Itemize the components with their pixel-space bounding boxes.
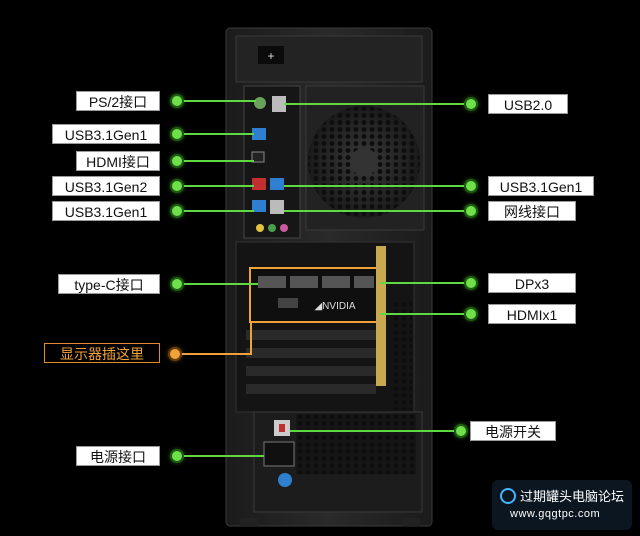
label-power-port: 电源接口	[76, 446, 160, 466]
connector-line-hdmi-gpu	[380, 313, 470, 315]
svg-text:◢NVIDIA: ◢NVIDIA	[314, 301, 355, 312]
label-typec: type-C接口	[58, 274, 160, 294]
connector-line-usb31gen1-a	[182, 133, 254, 135]
marker-dot	[172, 206, 182, 216]
connector-line-lan	[284, 210, 470, 212]
marker-dot	[170, 349, 180, 359]
svg-text:+: +	[267, 49, 274, 63]
label-usb20: USB2.0	[488, 94, 568, 114]
watermark-url: www.gqgtpc.com	[510, 508, 601, 520]
label-power-switch: 电源开关	[470, 421, 556, 441]
connector-line-display-plug	[180, 353, 252, 355]
marker-dot	[456, 426, 466, 436]
connector-line-power-switch	[290, 430, 460, 432]
connector-line-usb31gen1-b	[182, 210, 254, 212]
marker-dot	[172, 279, 182, 289]
connector-line-usb20	[284, 103, 470, 105]
label-dp: DPx3	[488, 273, 576, 293]
watermark: 过期罐头电脑论坛 www.gqgtpc.com	[492, 480, 632, 530]
label-hdmi-gpu: HDMIx1	[488, 304, 576, 324]
connector-line-display-plug-v	[250, 322, 252, 355]
marker-dot	[172, 451, 182, 461]
label-usb31gen1-a: USB3.1Gen1	[52, 124, 160, 144]
watermark-name: 过期罐头电脑论坛	[520, 489, 625, 504]
connector-line-dp	[380, 282, 470, 284]
label-usb31gen1-c: USB3.1Gen1	[488, 176, 594, 196]
connector-line-power-port	[182, 455, 264, 457]
label-usb31gen2: USB3.1Gen2	[52, 176, 160, 196]
marker-dot	[466, 181, 476, 191]
connector-line-typec	[182, 283, 258, 285]
label-lan: 网线接口	[488, 201, 576, 221]
marker-dot	[466, 278, 476, 288]
connector-line-hdmi-port	[182, 160, 254, 162]
marker-dot	[172, 96, 182, 106]
connector-line-usb31gen1-c	[284, 185, 470, 187]
label-hdmi-port: HDMI接口	[76, 151, 160, 171]
marker-dot	[466, 99, 476, 109]
label-ps2: PS/2接口	[76, 91, 160, 111]
label-usb31gen1-b: USB3.1Gen1	[52, 201, 160, 221]
marker-dot	[172, 181, 182, 191]
marker-dot	[466, 206, 476, 216]
connector-line-usb31gen2	[182, 185, 254, 187]
forum-logo-icon	[500, 488, 516, 504]
marker-dot	[172, 156, 182, 166]
marker-dot	[172, 129, 182, 139]
marker-dot	[466, 309, 476, 319]
label-display-plug: 显示器插这里	[44, 343, 160, 363]
connector-line-ps2	[182, 100, 256, 102]
